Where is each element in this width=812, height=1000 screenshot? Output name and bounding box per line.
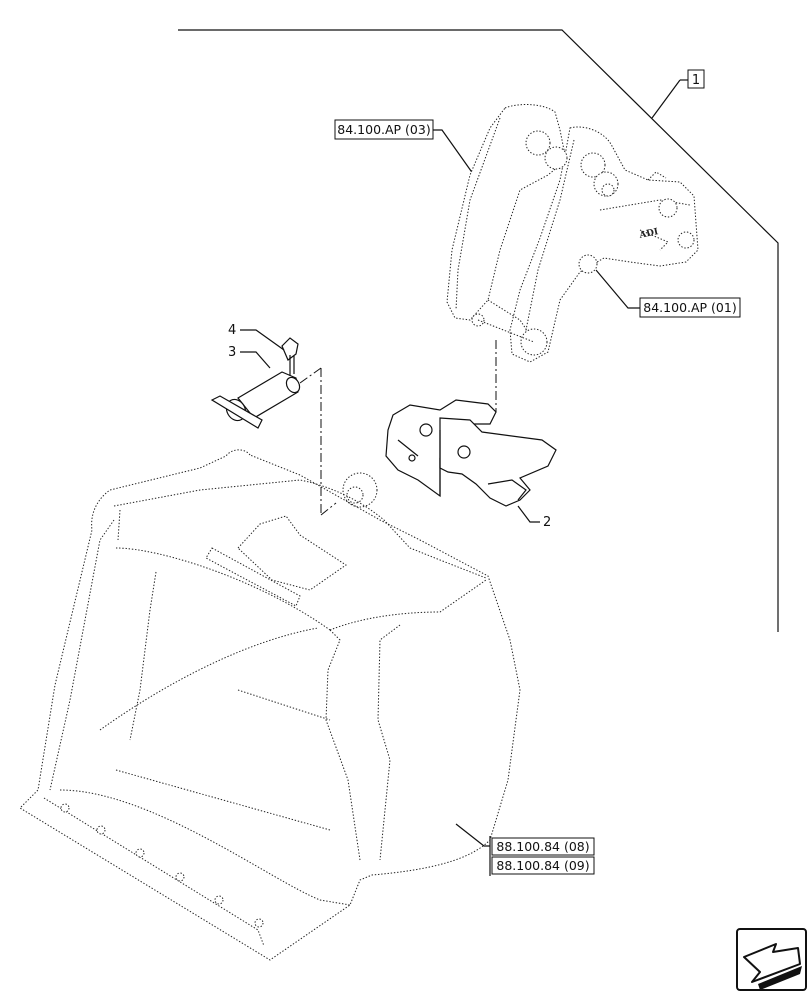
- callout-assembly-1: 1: [687, 69, 705, 89]
- svg-text:4: 4: [228, 323, 236, 338]
- callout-item-3: 3: [228, 345, 271, 369]
- pin-part: [210, 371, 301, 429]
- svg-text:2: 2: [543, 515, 551, 530]
- svg-text:84.100.AP (03): 84.100.AP (03): [337, 122, 430, 137]
- callout-ref-bucket: 88.100.84 (08) 88.100.84 (09): [455, 823, 595, 876]
- svg-text:88.100.84 (08): 88.100.84 (08): [496, 839, 589, 854]
- quick-coupler-frame: ADI: [446, 104, 699, 363]
- bucket-part: [19, 449, 521, 961]
- svg-text:88.100.84 (09): 88.100.84 (09): [496, 858, 589, 873]
- callout-ref-upper-frame: 84.100.AP (03): [334, 119, 477, 179]
- svg-text:84.100.AP (01): 84.100.AP (01): [643, 300, 736, 315]
- svg-text:3: 3: [228, 345, 236, 360]
- callout-item-4: 4: [228, 323, 285, 351]
- svg-text:ADI: ADI: [638, 227, 660, 241]
- hook-plate-part: [385, 399, 557, 507]
- svg-text:1: 1: [692, 73, 700, 88]
- callout-item-2: 2: [517, 505, 551, 530]
- callout-ref-coupler: 84.100.AP (01): [595, 269, 741, 318]
- previous-page-arrow-icon[interactable]: [736, 928, 807, 991]
- alignment-centerlines: [299, 340, 497, 516]
- lynch-pin-part: [281, 337, 299, 376]
- assembly-bracket-line: [178, 29, 779, 632]
